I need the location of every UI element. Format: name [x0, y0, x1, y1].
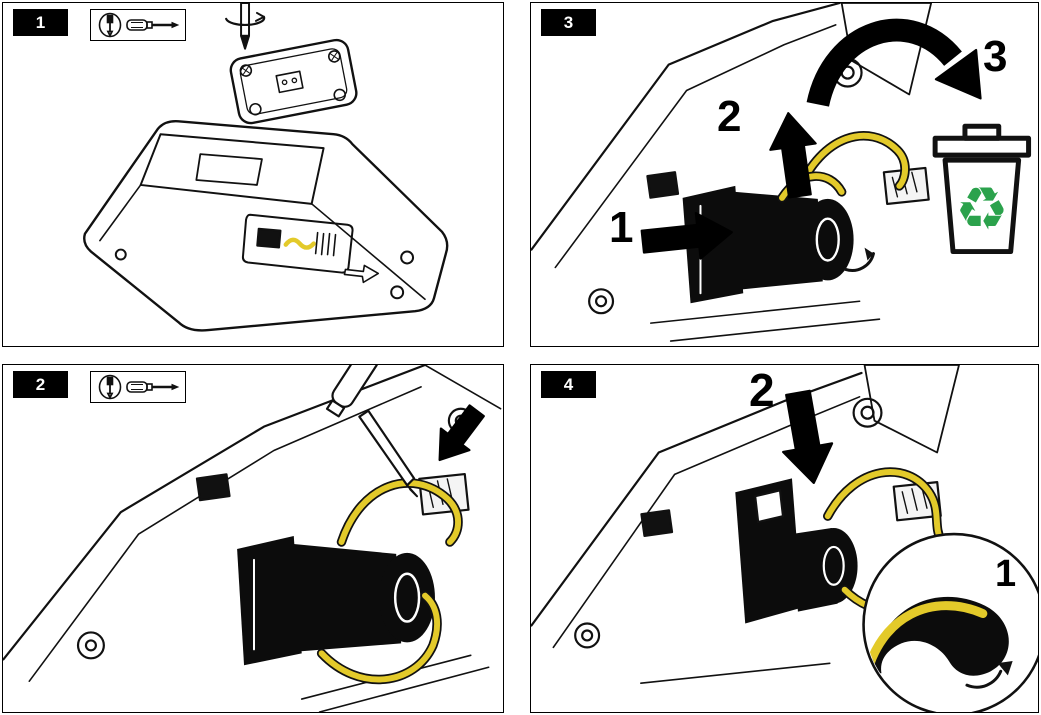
tubing — [318, 592, 441, 683]
step-arrow-label: 2 — [717, 92, 742, 141]
press-arrow — [438, 404, 485, 462]
pump-module-install-illustration — [531, 365, 1038, 712]
required-tool-box — [90, 371, 186, 403]
tubing — [283, 237, 316, 250]
step-arrow-label: 2 — [749, 364, 775, 416]
recycling-symbol: ♻ — [955, 176, 1008, 245]
cover-plate — [229, 38, 358, 125]
panel-2-header: 2 — [13, 371, 186, 403]
panel-3-header: 3 — [541, 9, 596, 36]
screwdriver — [225, 3, 266, 50]
step-panel-2: 2 — [2, 364, 504, 713]
screwdriver — [325, 365, 419, 498]
pump-module — [735, 478, 858, 624]
step-number-badge: 3 — [541, 9, 596, 36]
tubing — [824, 469, 945, 543]
instrument-body — [83, 120, 449, 332]
step-arrow-label: 3 — [983, 32, 1008, 81]
step-number-badge: 1 — [13, 9, 68, 36]
step-panel-1: 1 — [2, 2, 504, 347]
recycle-bin-icon — [932, 123, 1032, 255]
step-number-badge: 2 — [13, 371, 68, 398]
step-number-badge: 4 — [541, 371, 596, 398]
tubing — [794, 132, 909, 195]
rotate-arrow-1 — [997, 660, 1013, 676]
pump-module-removal-illustration: ♻ — [531, 3, 1032, 342]
cover-removal-illustration — [83, 3, 449, 332]
screwdriver-icon — [98, 374, 180, 400]
pump-module — [237, 536, 435, 666]
push-arrow-1 — [640, 211, 733, 260]
required-tool-box — [90, 9, 186, 41]
insert-arrow-2 — [782, 389, 834, 485]
panel-4-header: 4 — [541, 371, 596, 398]
discard-curved-arrow-3 — [806, 18, 962, 108]
connector-unplug-illustration — [3, 365, 502, 712]
panel-1-header: 1 — [13, 9, 186, 41]
step-arrow-label: 1 — [609, 203, 634, 252]
lift-arrow-2 — [769, 112, 817, 199]
step-panel-3: 3 1 2 3 — [530, 2, 1039, 347]
step-arrow-label: 1 — [995, 553, 1017, 595]
step-panel-4: 4 2 1 — [530, 364, 1039, 713]
screwdriver-icon — [98, 12, 180, 38]
magnified-inset — [862, 532, 1038, 712]
tubing — [338, 480, 462, 545]
